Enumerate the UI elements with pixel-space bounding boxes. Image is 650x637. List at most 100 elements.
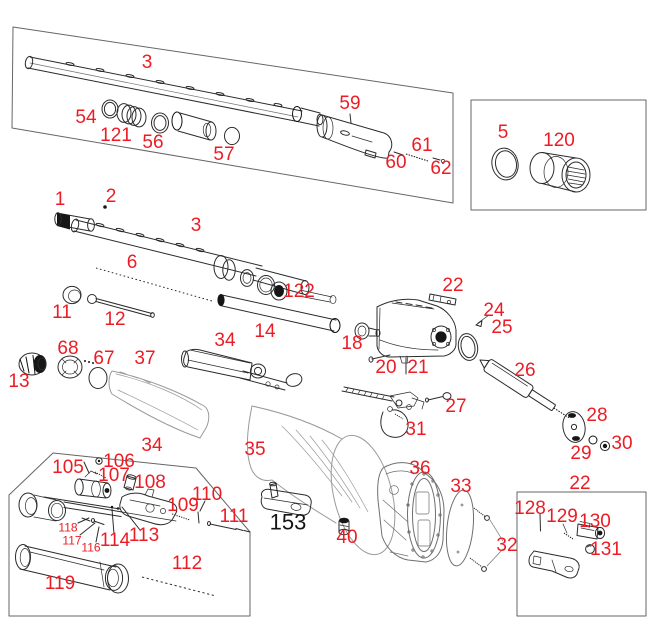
pin-62 xyxy=(432,157,441,161)
part-label-105[interactable]: 105 xyxy=(52,456,84,478)
part-magazine-cap-13 xyxy=(18,352,47,376)
part-label-18[interactable]: 18 xyxy=(341,332,363,354)
part-label-29[interactable]: 29 xyxy=(570,442,592,464)
part-label-6[interactable]: 6 xyxy=(126,251,138,273)
part-label-34-bolt[interactable]: 34 xyxy=(214,329,236,351)
part-label-27[interactable]: 27 xyxy=(445,395,467,417)
part-label-24[interactable]: 24 xyxy=(483,299,505,321)
part-washer-29 xyxy=(588,435,598,445)
part-label-131[interactable]: 131 xyxy=(590,538,622,560)
part-label-129[interactable]: 129 xyxy=(546,505,578,527)
part-recoil-spring-112 xyxy=(141,576,217,597)
part-choke-rings-top xyxy=(101,99,240,146)
part-label-122[interactable]: 122 xyxy=(283,280,315,302)
inset-box-choke xyxy=(470,99,647,211)
part-label-106[interactable]: 106 xyxy=(103,450,135,472)
inset-box-barrel-assembly xyxy=(11,26,454,204)
part-label-30[interactable]: 30 xyxy=(611,432,633,454)
part-label-121[interactable]: 121 xyxy=(100,124,132,146)
part-label-34-forend[interactable]: 34 xyxy=(141,434,163,456)
part-choke-tube-120 xyxy=(529,152,591,193)
part-receiver xyxy=(376,298,457,364)
pin-59 xyxy=(349,113,352,124)
part-barrel-mid xyxy=(70,218,337,305)
part-label-54[interactable]: 54 xyxy=(75,106,97,128)
leader-129 xyxy=(562,523,568,534)
part-carrier-latch-22 xyxy=(428,293,457,306)
part-recoil-pad-33 xyxy=(445,489,475,567)
part-label-3-mid[interactable]: 3 xyxy=(190,214,202,236)
part-label-36[interactable]: 36 xyxy=(409,457,431,479)
part-label-2[interactable]: 2 xyxy=(105,185,117,207)
part-label-118[interactable]: 118 xyxy=(58,520,78,535)
part-label-37[interactable]: 37 xyxy=(134,347,156,369)
part-pin-105 xyxy=(83,461,90,474)
part-label-32[interactable]: 32 xyxy=(496,534,518,556)
part-screw-27 xyxy=(425,392,452,403)
part-label-35[interactable]: 35 xyxy=(244,438,266,460)
part-label-108[interactable]: 108 xyxy=(134,471,166,493)
part-label-31[interactable]: 31 xyxy=(405,418,427,440)
part-oring-67 xyxy=(88,367,108,389)
part-label-33[interactable]: 33 xyxy=(450,475,472,497)
part-label-130[interactable]: 130 xyxy=(579,510,611,532)
part-magazine-tube-14 xyxy=(217,294,341,333)
part-magazine-spring-6 xyxy=(95,267,213,302)
part-label-60[interactable]: 60 xyxy=(385,151,407,173)
part-spring-109 xyxy=(171,513,191,521)
part-recoil-spring-tube-26 xyxy=(479,359,570,419)
part-label-25[interactable]: 25 xyxy=(491,316,513,338)
part-label-128[interactable]: 128 xyxy=(514,497,546,519)
part-label-40[interactable]: 40 xyxy=(336,526,358,548)
part-label-114[interactable]: 114 xyxy=(99,529,131,551)
part-pin-20 xyxy=(368,354,391,363)
part-ring-5 xyxy=(491,147,519,181)
part-label-12[interactable]: 12 xyxy=(104,308,126,330)
part-label-3-top[interactable]: 3 xyxy=(141,51,153,73)
part-small-pins-116-118 xyxy=(81,505,120,525)
part-label-107[interactable]: 107 xyxy=(98,464,130,486)
part-label-117[interactable]: 117 xyxy=(62,533,82,548)
part-label-61[interactable]: 61 xyxy=(411,134,433,156)
part-label-120[interactable]: 120 xyxy=(543,129,575,151)
part-pin-128 xyxy=(539,513,541,532)
part-label-22-lever[interactable]: 22 xyxy=(569,472,591,494)
part-screws-32 xyxy=(469,507,504,572)
part-label-119[interactable]: 119 xyxy=(44,572,76,594)
part-label-116[interactable]: 116 xyxy=(81,540,101,555)
part-label-14[interactable]: 14 xyxy=(254,320,276,342)
part-label-20[interactable]: 20 xyxy=(375,356,397,378)
part-plug-40 xyxy=(338,517,350,536)
part-bolt-assembly-34 xyxy=(181,348,303,391)
part-label-112[interactable]: 112 xyxy=(171,552,203,574)
part-label-111[interactable]: 111 xyxy=(219,505,249,527)
part-stock-chassis-36 xyxy=(377,462,445,563)
part-label-68[interactable]: 68 xyxy=(57,337,79,359)
part-button-131 xyxy=(585,544,595,554)
part-label-56[interactable]: 56 xyxy=(142,131,164,153)
part-label-1[interactable]: 1 xyxy=(54,188,66,210)
leader-lines-forend-box xyxy=(77,500,206,543)
inset-box-lever-assembly xyxy=(516,491,647,617)
part-label-57[interactable]: 57 xyxy=(213,143,235,165)
part-label-110[interactable]: 110 xyxy=(191,483,223,505)
part-label-67[interactable]: 67 xyxy=(93,347,115,369)
part-label-62[interactable]: 62 xyxy=(430,157,452,179)
part-firing-pin-111 xyxy=(207,521,251,533)
part-label-5[interactable]: 5 xyxy=(497,121,509,143)
part-pin-110 xyxy=(197,511,200,524)
part-label-13[interactable]: 13 xyxy=(8,370,30,392)
part-label-28[interactable]: 28 xyxy=(586,404,608,426)
part-barrel-assembled xyxy=(24,55,324,127)
part-label-11[interactable]: 11 xyxy=(52,301,72,323)
barrel-rib-slots xyxy=(65,62,283,107)
part-label-21[interactable]: 21 xyxy=(407,356,429,378)
part-label-109[interactable]: 109 xyxy=(167,494,199,516)
part-label-113[interactable]: 113 xyxy=(128,524,160,546)
part-label-22-latch[interactable]: 22 xyxy=(442,274,464,296)
part-label-26[interactable]: 26 xyxy=(514,359,536,381)
part-ring-11 xyxy=(62,285,82,305)
part-label-59[interactable]: 59 xyxy=(339,92,361,114)
part-rod-12 xyxy=(87,294,155,318)
